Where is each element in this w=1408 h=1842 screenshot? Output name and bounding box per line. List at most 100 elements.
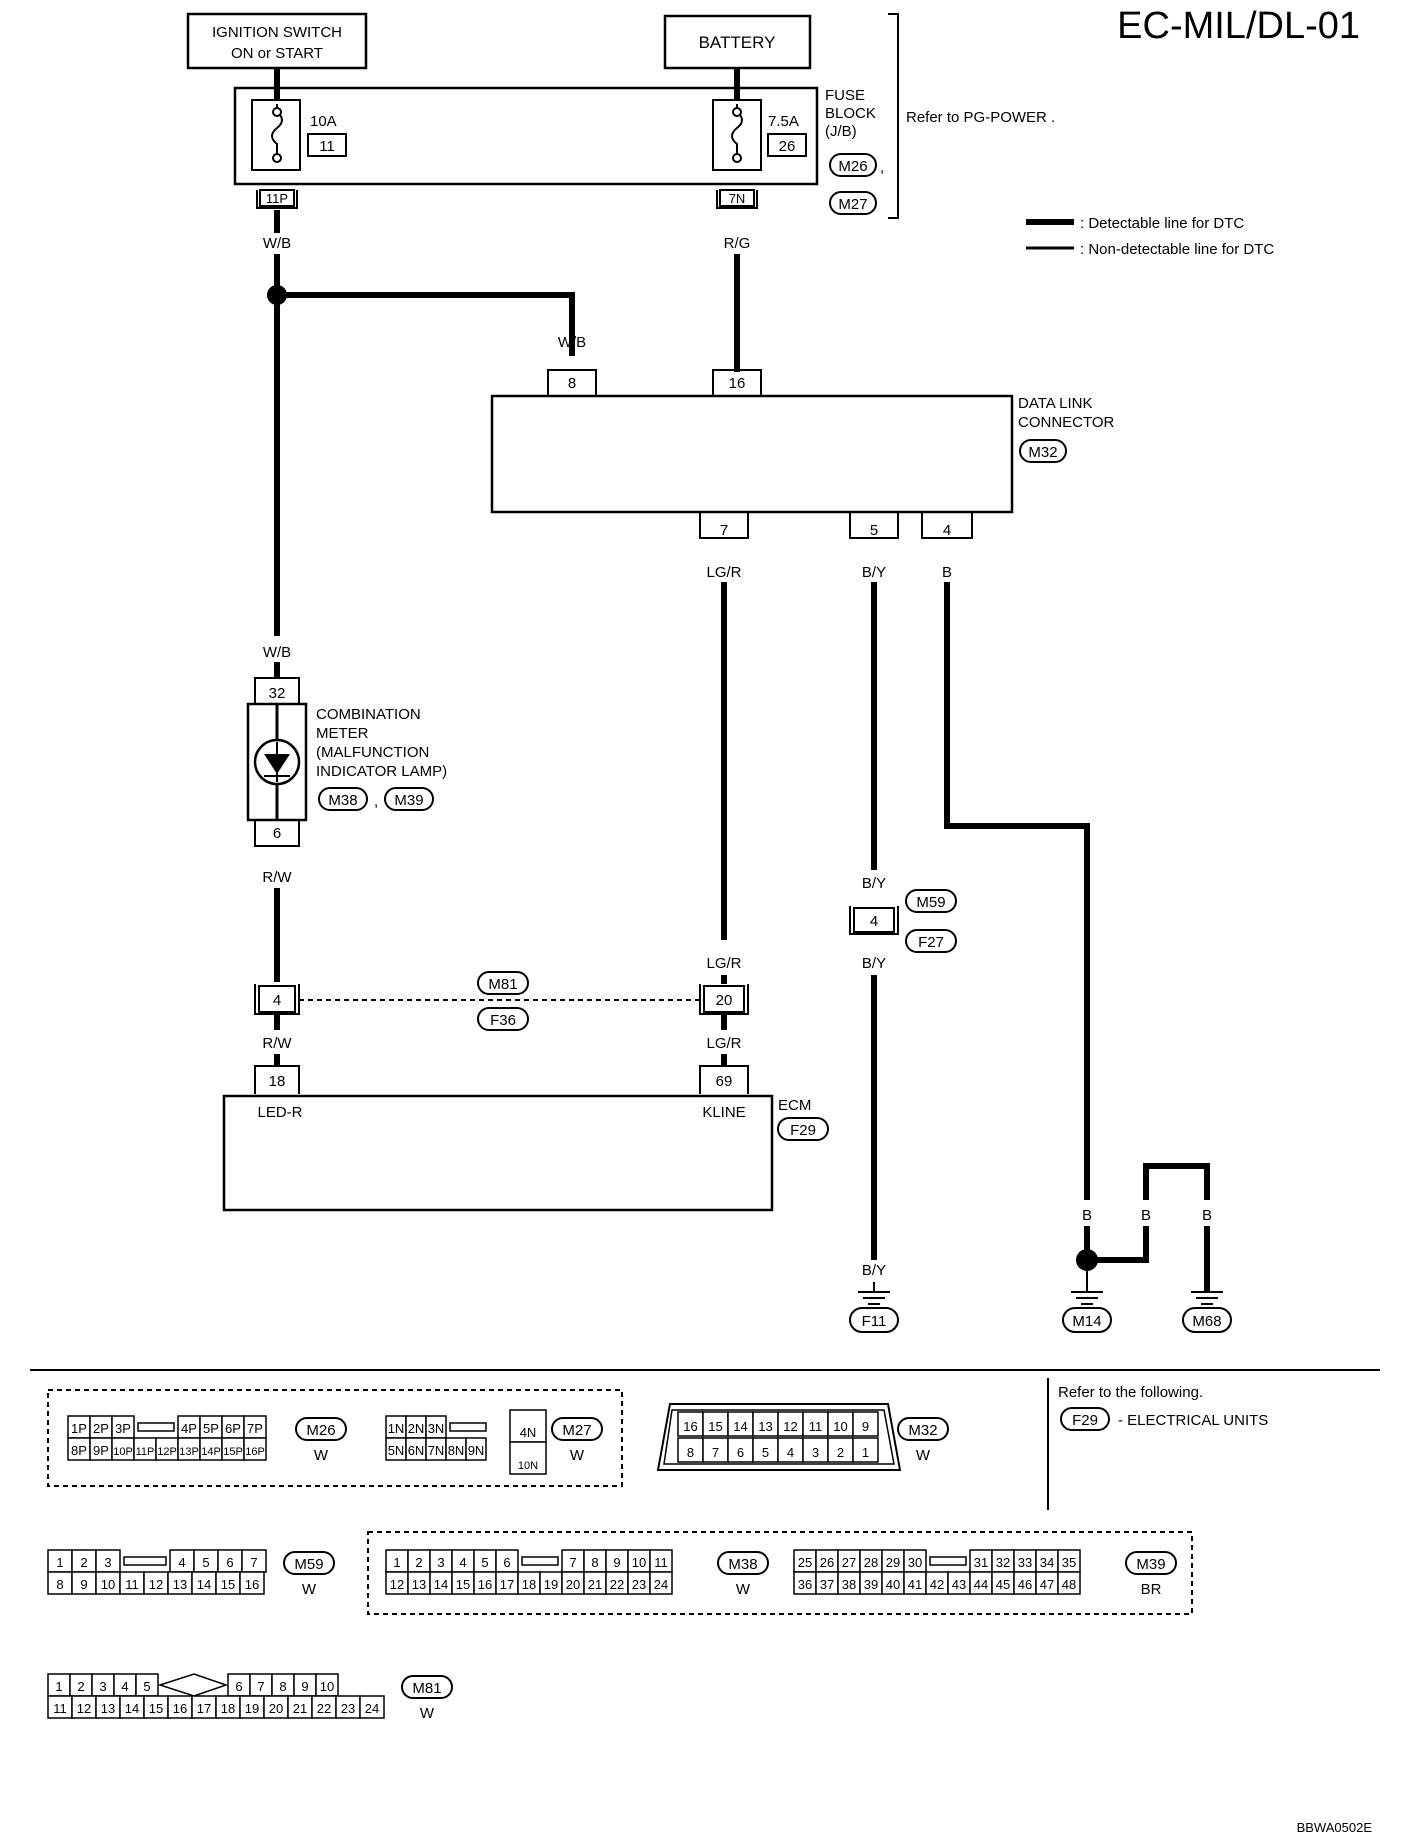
m81-pin-6: 6	[235, 1679, 242, 1694]
m38-pin-20: 20	[566, 1577, 580, 1592]
m27-pin-7n: 7N	[428, 1443, 445, 1458]
m81-pin-19: 19	[245, 1701, 259, 1716]
m32-pin-3: 3	[812, 1445, 819, 1460]
connector-m27-color: W	[570, 1447, 585, 1464]
m81-pin-14: 14	[125, 1701, 139, 1716]
m59-pin-11: 11	[125, 1577, 139, 1592]
fuse-block-connectors-group	[47, 1389, 623, 1487]
pin-7n: 7N	[729, 191, 746, 206]
m59-pin-13: 13	[173, 1577, 187, 1592]
wire-label-rw-lower: R/W	[262, 1035, 292, 1052]
joint-pin-4: 4	[273, 992, 281, 1009]
wire-label-rw-top: R/W	[262, 869, 292, 886]
m81-pin-11: 11	[53, 1701, 67, 1716]
m81-pin-2: 2	[77, 1679, 84, 1694]
legend-detectable-label: : Detectable line for DTC	[1080, 215, 1244, 232]
connector-m32-tag: M32	[908, 1422, 937, 1439]
dlc-pin-5: 5	[870, 522, 878, 539]
m32-pin-16: 16	[683, 1419, 697, 1434]
m39-pin-26: 26	[820, 1555, 834, 1570]
m81-pin-9: 9	[301, 1679, 308, 1694]
m39-pin-47: 47	[1040, 1577, 1054, 1592]
m39-pin-28: 28	[864, 1555, 878, 1570]
m81-pin-16: 16	[173, 1701, 187, 1716]
m39-pin-48: 48	[1062, 1577, 1076, 1592]
m38-pin-9: 9	[613, 1555, 620, 1570]
m32-pin-8: 8	[687, 1445, 694, 1460]
ignition-switch-box	[186, 12, 368, 70]
meter-conn-m39: M39	[394, 792, 423, 809]
joint-conn-m81: M81	[488, 976, 517, 993]
meter-label-3: (MALFUNCTION	[316, 744, 429, 761]
m81-pin-10: 10	[320, 1679, 334, 1694]
refer-pg-power: Refer to PG-POWER .	[906, 109, 1055, 126]
pin-11p: 11P	[266, 191, 288, 206]
m59-pin-15: 15	[221, 1577, 235, 1592]
wire-label-by-lower: B/Y	[862, 955, 886, 972]
m81-pin-4: 4	[121, 1679, 128, 1694]
dlc-label-1: DATA LINK	[1018, 395, 1092, 412]
m81-pin-3: 3	[99, 1679, 106, 1694]
m81-pin-8: 8	[279, 1679, 286, 1694]
ecm-pin-18: 18	[269, 1073, 286, 1090]
ground-m14: M14	[1072, 1313, 1101, 1330]
wire-label-by-top: B/Y	[862, 564, 886, 581]
by-joint-pin-4: 4	[870, 913, 878, 930]
m59-pin-10: 10	[101, 1577, 115, 1592]
connector-m81-color: W	[420, 1705, 435, 1722]
m27-pin-5n: 5N	[388, 1443, 405, 1458]
m38-pin-8: 8	[591, 1555, 598, 1570]
m26-pin-7p: 7P	[247, 1421, 263, 1436]
dlc-label-2: CONNECTOR	[1018, 414, 1115, 431]
wire-label-lgr-mid: LG/R	[706, 955, 741, 972]
ignition-switch-label-2: ON or START	[231, 45, 323, 62]
m26-pin-12p: 12P	[157, 1446, 177, 1458]
m26-pin-2p: 2P	[93, 1421, 109, 1436]
m26-pin-5p: 5P	[203, 1421, 219, 1436]
m38-pin-22: 22	[610, 1577, 624, 1592]
meter-label-2: METER	[316, 725, 369, 742]
m39-pin-35: 35	[1062, 1555, 1076, 1570]
m59-pin-16: 16	[245, 1577, 259, 1592]
m39-pin-45: 45	[996, 1577, 1010, 1592]
ecm-label: ECM	[778, 1097, 811, 1114]
fuse-block-label-2: BLOCK	[825, 105, 876, 122]
ground-f11: F11	[862, 1313, 887, 1330]
data-link-connector-box	[490, 394, 1014, 514]
m26-pin-9p: 9P	[93, 1443, 109, 1458]
m32-pin-5: 5	[762, 1445, 769, 1460]
meter-connectors-group	[367, 1531, 1193, 1615]
joint-conn-f27: F27	[918, 934, 944, 951]
m81-pin-13: 13	[101, 1701, 115, 1716]
wire-label-by-ground: B/Y	[862, 1262, 886, 1279]
wire-label-wb-meter: W/B	[263, 644, 291, 661]
joint-conn-m59: M59	[916, 894, 945, 911]
m81-pin-17: 17	[197, 1701, 211, 1716]
m32-pin-13: 13	[758, 1419, 772, 1434]
m27-pin-2n: 2N	[408, 1421, 425, 1436]
m59-pin-14: 14	[197, 1577, 211, 1592]
meter-pin-6: 6	[273, 825, 281, 842]
ecm-kline: KLINE	[702, 1104, 745, 1121]
m81-pin-22: 22	[317, 1701, 331, 1716]
connector-m26-color: W	[314, 1447, 329, 1464]
fuse-10a-icon	[251, 99, 301, 171]
m59-pin-8: 8	[56, 1577, 63, 1592]
m27-pin-10n: 10N	[518, 1460, 538, 1472]
m39-pin-37: 37	[820, 1577, 834, 1592]
m27-pin-6n: 6N	[408, 1443, 425, 1458]
fuse-block-box	[233, 86, 819, 186]
connector-m59-color: W	[302, 1581, 317, 1598]
m39-pin-33: 33	[1018, 1555, 1032, 1570]
m81-pin-5: 5	[143, 1679, 150, 1694]
m81-pin-1: 1	[55, 1679, 62, 1694]
dlc-pin-7: 7	[720, 522, 728, 539]
wire-label-wb-top: W/B	[263, 235, 291, 252]
fuse-block-label-3: (J/B)	[825, 123, 857, 140]
m38-pin-13: 13	[412, 1577, 426, 1592]
